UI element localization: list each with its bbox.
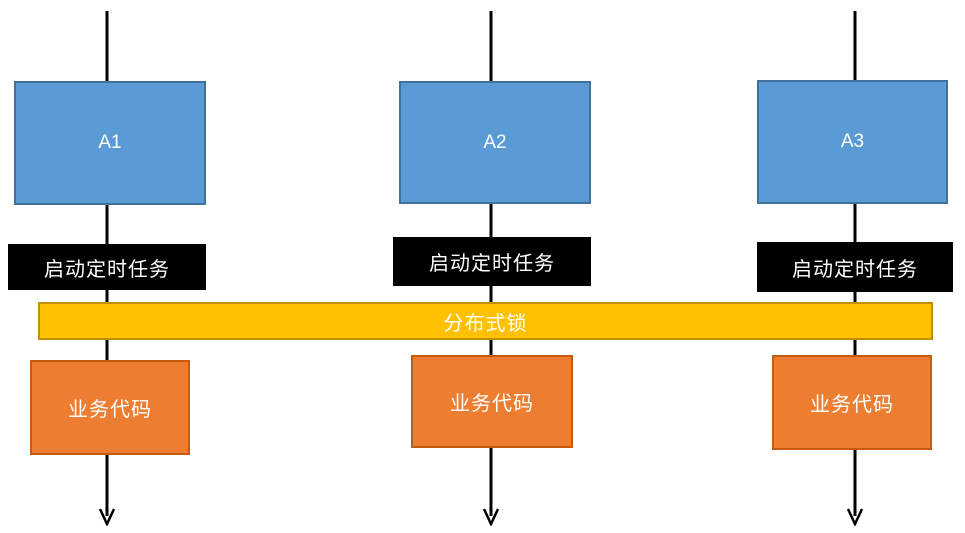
app-instance-node: A1 [14,81,206,205]
app-instance-label: A2 [483,131,507,153]
business-code-label: 业务代码 [68,399,152,421]
app-instance-label: A1 [98,132,122,153]
distributed-lock-bar: 分布式锁 [38,302,933,340]
start-scheduled-task-node: 启动定时任务 [757,242,953,292]
app-instance-node: A2 [399,81,591,204]
distributed-lock-label: 分布式锁 [443,312,528,335]
start-scheduled-task-label: 启动定时任务 [792,258,918,281]
start-scheduled-task-label: 启动定时任务 [44,258,170,281]
app-instance-node: A3 [757,80,948,204]
start-scheduled-task-label: 启动定时任务 [429,253,555,275]
business-code-label: 业务代码 [810,394,894,416]
start-scheduled-task-node: 启动定时任务 [393,237,591,286]
app-instance-label: A3 [840,131,865,152]
business-code-node: 业务代码 [30,360,190,455]
business-code-label: 业务代码 [450,393,534,415]
business-code-node: 业务代码 [411,355,573,448]
start-scheduled-task-node: 启动定时任务 [8,244,206,290]
business-code-node: 业务代码 [772,355,932,450]
